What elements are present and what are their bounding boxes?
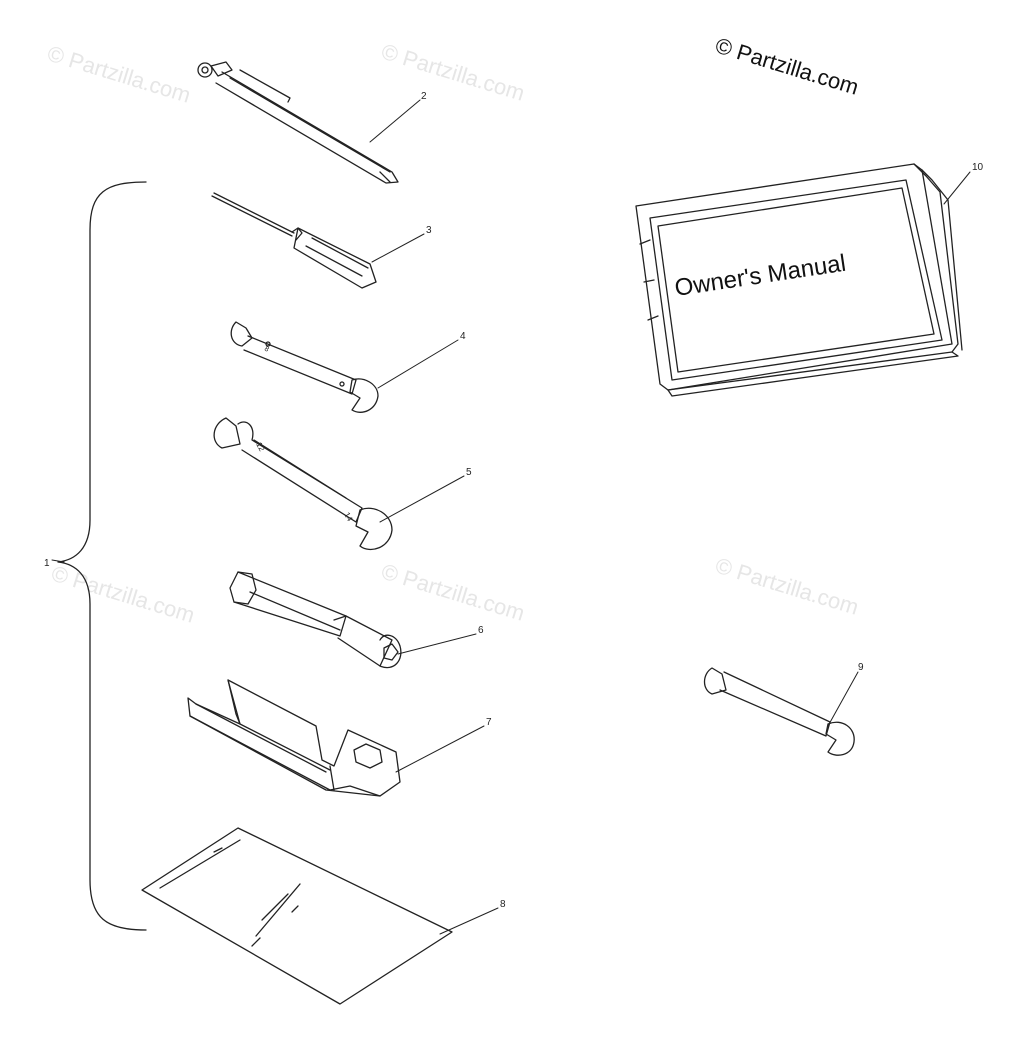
callout-6: 6 xyxy=(478,625,484,636)
wrench-mark: 14 xyxy=(342,511,354,524)
leader-lines xyxy=(51,99,971,935)
callout-8: 8 xyxy=(500,899,506,910)
kit-brace xyxy=(57,181,147,931)
tool-bag xyxy=(141,827,453,1005)
callout-9: 9 xyxy=(858,662,864,673)
tube-wrench xyxy=(229,571,402,669)
wrench-mark: 8 xyxy=(263,346,270,354)
callout-10: 10 xyxy=(972,162,984,173)
callout-1: 1 xyxy=(44,558,50,569)
callout-4: 4 xyxy=(460,331,466,342)
callout-5: 5 xyxy=(466,467,472,478)
callout-2: 2 xyxy=(421,91,427,102)
tire-gauge xyxy=(197,61,399,184)
wrench-separate xyxy=(703,667,855,756)
manual-title: Owner's Manual xyxy=(673,250,848,302)
plug-wrench xyxy=(187,679,401,797)
wrench-12-14 xyxy=(213,417,393,551)
owners-manual xyxy=(635,163,963,397)
wrench-small xyxy=(230,321,379,413)
callout-3: 3 xyxy=(426,225,432,236)
screwdriver xyxy=(211,192,377,289)
callout-7: 7 xyxy=(486,717,492,728)
